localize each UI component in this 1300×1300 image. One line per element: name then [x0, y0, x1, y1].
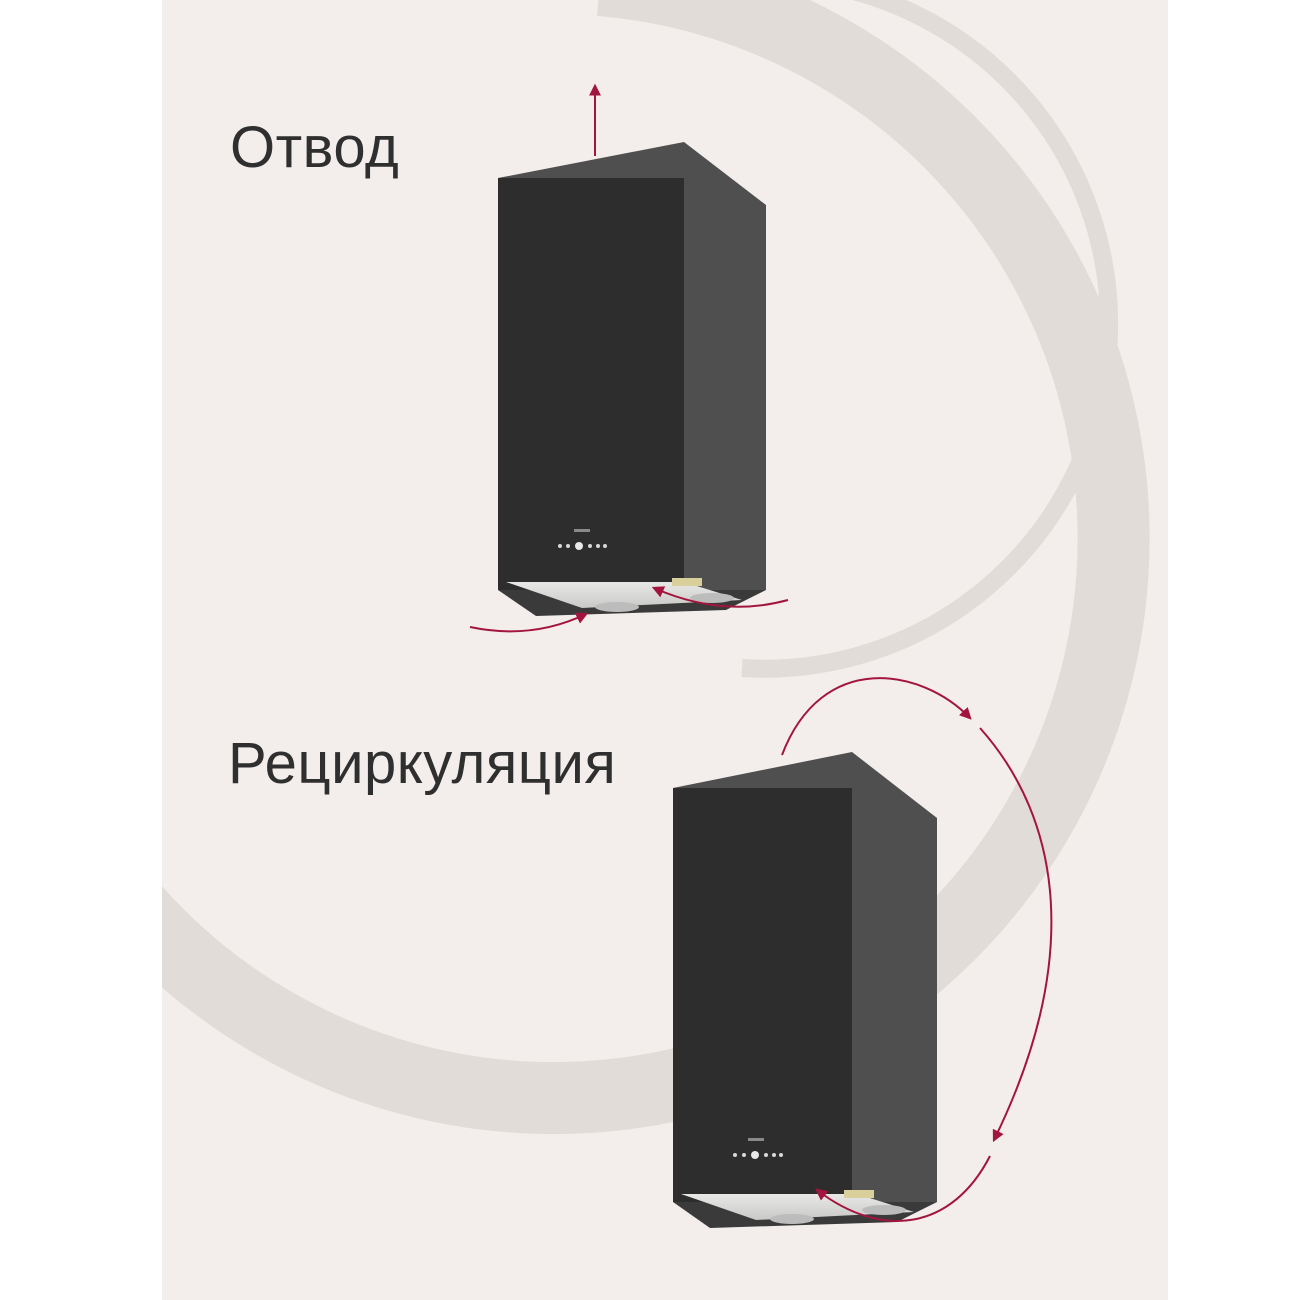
airflow-arrow — [469, 83, 789, 633]
illustration — [162, 0, 1150, 1228]
airflow-arrow — [781, 677, 1053, 1222]
product-panel: Отвод Рециркуляция — [162, 0, 1168, 1300]
range-hood-image — [498, 142, 766, 616]
mode-label-recirculation: Рециркуляция — [228, 731, 617, 796]
decorative-swoosh — [162, 0, 1150, 1135]
mode-label-exhaust: Отвод — [230, 115, 400, 180]
range-hood-image — [673, 752, 937, 1228]
